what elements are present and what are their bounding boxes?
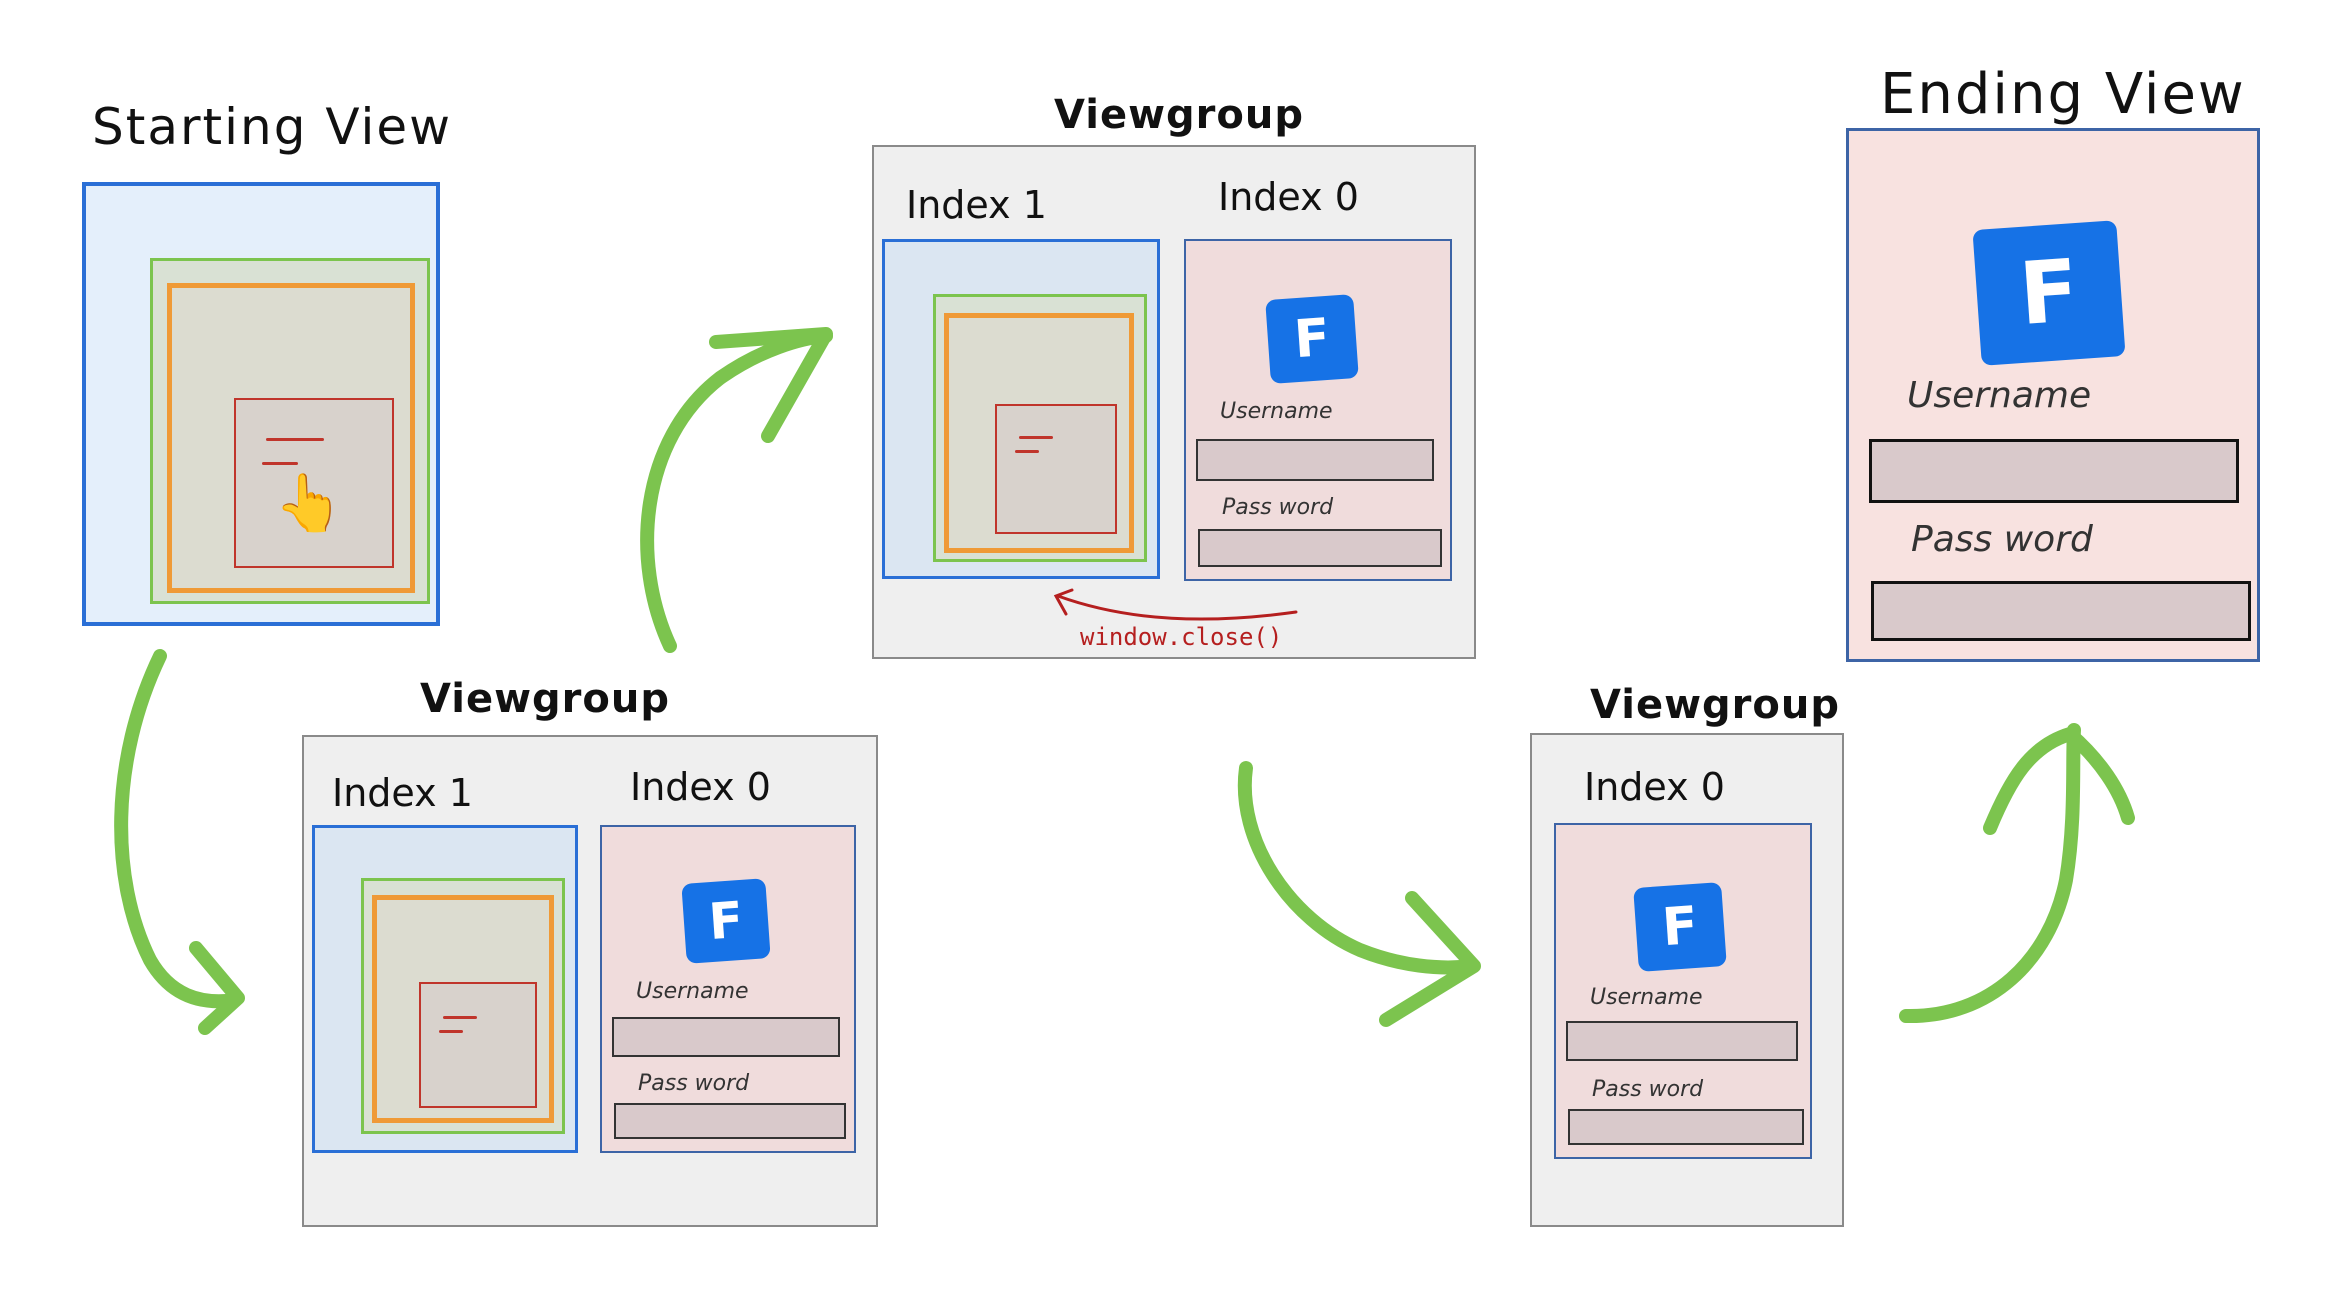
arrow-viewgroup1-to-viewgroup2 <box>640 329 833 653</box>
starting-red-mark <box>266 438 324 441</box>
pointing-hand-icon: 👆 <box>274 471 344 536</box>
viewgroup-2-password-field[interactable] <box>1198 529 1442 567</box>
viewgroup-3-username-label: Username <box>1590 985 1703 1010</box>
viewgroup-1-index0-label: Index 0 <box>630 765 771 809</box>
viewgroup-3-index0-label: Index 0 <box>1584 765 1725 809</box>
arrow-viewgroup2-to-viewgroup3-head <box>1379 891 1481 1027</box>
viewgroup-3-username-field[interactable] <box>1566 1021 1798 1061</box>
arrow-start-to-viewgroup1-head <box>189 941 245 1035</box>
arrow-start-to-viewgroup1 <box>114 649 242 1009</box>
viewgroup-2-index0-label: Index 0 <box>1218 175 1359 219</box>
viewgroup-2-green-layer <box>933 294 1147 562</box>
starting-red-mark <box>262 462 298 465</box>
viewgroup-3-title: Viewgroup <box>1590 682 1840 728</box>
viewgroup-1-username-field[interactable] <box>612 1017 840 1057</box>
viewgroup-1-orange-layer <box>372 895 554 1123</box>
viewgroup-3: Index 0 F Username Pass word <box>1530 733 1844 1227</box>
viewgroup-1-index1-label: Index 1 <box>332 771 473 815</box>
viewgroup-1-login-panel: F Username Pass word <box>600 825 856 1153</box>
starting-orange-layer: 👆 <box>167 283 415 593</box>
viewgroup-1-green-layer <box>361 878 565 1134</box>
viewgroup-1-index1-panel <box>312 825 578 1153</box>
ending-view-panel: F Username Pass word <box>1846 128 2260 662</box>
viewgroup-1-password-field[interactable] <box>614 1103 846 1139</box>
window-close-arrow <box>1056 594 1298 621</box>
ending-username-field[interactable] <box>1869 439 2239 503</box>
viewgroup-2-red-mark <box>1015 450 1039 453</box>
viewgroup-1-red-mark <box>439 1030 463 1033</box>
viewgroup-1-username-label: Username <box>636 979 749 1004</box>
ending-password-field[interactable] <box>1871 581 2251 641</box>
viewgroup-2-password-label: Pass word <box>1222 495 1334 520</box>
viewgroup-1-password-label: Pass word <box>638 1071 750 1096</box>
viewgroup-2-orange-layer <box>944 313 1134 553</box>
viewgroup-1: Index 1 Index 0 F Username Pass word <box>302 735 878 1227</box>
starting-view-panel: 👆 <box>82 182 440 626</box>
viewgroup-2-title: Viewgroup <box>1054 92 1304 138</box>
viewgroup-3-login-panel: F Username Pass word <box>1554 823 1812 1159</box>
arrow-viewgroup3-to-ending <box>1899 723 2081 1024</box>
arrow-viewgroup3-to-ending-head <box>1983 727 2135 835</box>
viewgroup-2-username-label: Username <box>1220 399 1333 424</box>
starting-green-layer: 👆 <box>150 258 430 604</box>
ending-view-title: Ending View <box>1880 62 2246 127</box>
arrow-viewgroup1-to-viewgroup2-head <box>709 327 833 443</box>
ending-password-label: Pass word <box>1911 519 2093 560</box>
viewgroup-1-red-layer <box>419 982 537 1108</box>
viewgroup-3-password-field[interactable] <box>1568 1109 1804 1145</box>
viewgroup-2-username-field[interactable] <box>1196 439 1434 481</box>
viewgroup-2-red-mark <box>1019 436 1053 439</box>
viewgroup-1-red-mark <box>443 1016 477 1019</box>
arrow-viewgroup2-to-viewgroup3 <box>1237 761 1479 975</box>
viewgroup-3-password-label: Pass word <box>1592 1077 1704 1102</box>
viewgroup-2-red-layer <box>995 404 1117 534</box>
window-close-caption: window.close() <box>1080 623 1283 651</box>
viewgroup-2: Index 1 Index 0 F Username Pass word win… <box>872 145 1476 659</box>
starting-red-layer: 👆 <box>234 398 394 568</box>
viewgroup-2-index1-panel <box>882 239 1160 579</box>
viewgroup-1-title: Viewgroup <box>420 676 670 722</box>
viewgroup-2-index1-label: Index 1 <box>906 183 1047 227</box>
ending-username-label: Username <box>1907 375 2092 416</box>
viewgroup-2-login-panel: F Username Pass word <box>1184 239 1452 581</box>
window-close-arrow-head <box>1053 588 1074 616</box>
starting-view-title: Starting View <box>92 98 453 156</box>
